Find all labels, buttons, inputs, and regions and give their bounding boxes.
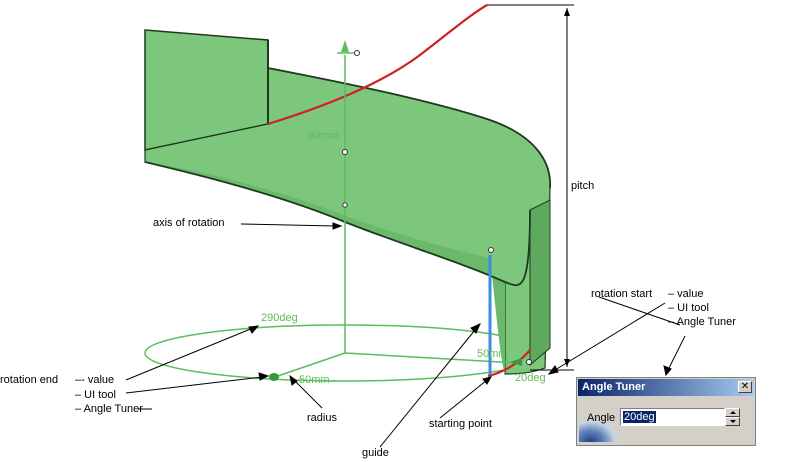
angle-tuner-dialog[interactable]: Angle Tuner ✕ Angle 20deg	[576, 377, 756, 446]
guide-top-point[interactable]	[488, 247, 494, 253]
callout-leaders	[125, 222, 686, 448]
rotation-end-label: rotation end	[0, 374, 59, 386]
axis-of-rotation-label: axis of rotation	[153, 217, 225, 229]
angle-field-label: Angle	[587, 412, 616, 424]
angle-handle-start-icon[interactable]	[510, 358, 532, 366]
height-value-label[interactable]: 80mm	[308, 130, 339, 142]
dialog-title: Angle Tuner	[582, 381, 646, 393]
axis-point-low[interactable]	[342, 202, 348, 208]
axis-point-mid[interactable]	[342, 149, 348, 155]
rotation-end-tuner-label: – Angle Tuner	[75, 403, 143, 415]
ribbon-bottom-edge	[144, 161, 531, 287]
angle-handle-icon[interactable]	[269, 373, 279, 381]
radius-line-near	[271, 352, 346, 379]
pitch-label: pitch	[571, 180, 595, 192]
start-angle-value-label[interactable]: 290deg	[261, 312, 298, 324]
starting-point-label: starting point	[429, 418, 492, 430]
rotation-start-tuner-label: – Angle Tuner	[668, 316, 736, 328]
angle-spinner[interactable]	[725, 408, 740, 426]
rotation-start-tool-label: – UI tool	[668, 302, 709, 314]
angle-input-value[interactable]: 20deg	[623, 411, 656, 423]
helix-curve	[267, 4, 488, 126]
radius-far-value-label[interactable]: 50mm	[477, 348, 508, 360]
spin-up-icon	[730, 411, 736, 414]
helix-curve-start	[487, 349, 531, 378]
rotation-start-value-label: – value	[668, 288, 704, 300]
ribbon-top-edge	[267, 67, 551, 189]
catia-swoosh-icon	[579, 420, 617, 442]
rotation-start-label: rotation start	[591, 288, 653, 300]
spin-down-icon	[730, 420, 736, 423]
spin-up-button[interactable]	[725, 408, 740, 417]
guide-label: guide	[362, 447, 389, 459]
axis-arrow-icon[interactable]	[337, 40, 360, 56]
radius-label: radius	[307, 412, 337, 424]
radius-near-value-label[interactable]: 50mm	[299, 374, 330, 386]
angle-input[interactable]: 20deg	[620, 408, 725, 426]
end-angle-value-label[interactable]: 20deg	[515, 372, 546, 384]
close-icon[interactable]: ✕	[738, 381, 752, 393]
spin-down-button[interactable]	[725, 417, 740, 426]
rotation-end-tool-label: – UI tool	[75, 389, 116, 401]
ribbon-end-wall	[529, 199, 551, 367]
dialog-titlebar[interactable]: Angle Tuner ✕	[578, 379, 754, 396]
rotation-end-value-label: –- value	[75, 374, 115, 386]
